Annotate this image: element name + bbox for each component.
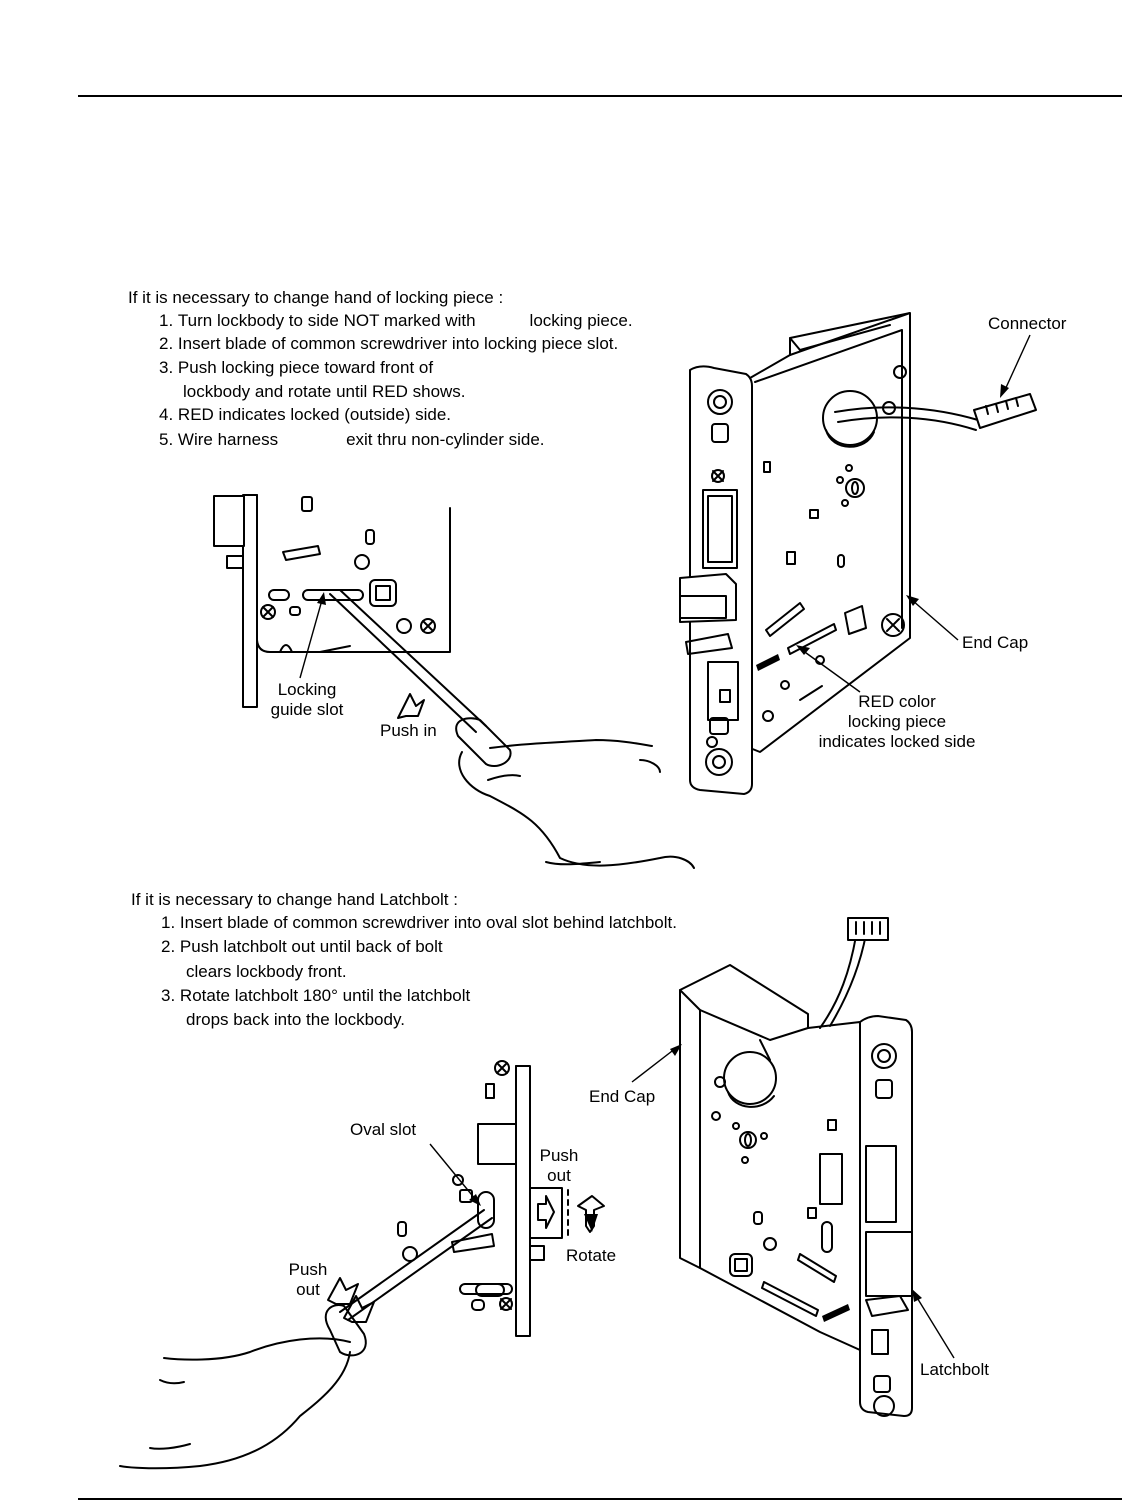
section1-step-1: 1. Turn lockbody to side NOT marked with… (159, 311, 633, 330)
lockbody-partial-left-2 (119, 1060, 605, 1470)
section2-step-2: 2. Push latchbolt out until back of bolt (161, 937, 443, 956)
lockbody-bottom-right (679, 917, 913, 1417)
section1-step-3: 3. Push locking piece toward front of (159, 358, 434, 377)
lockbody-top-right (679, 312, 1037, 795)
lockbody-partial-left-1 (213, 494, 695, 869)
label-red-color: RED color locking piece indicates locked… (818, 692, 976, 751)
section2-step-3-cont: drops back into the lockbody. (186, 1010, 405, 1029)
bottom-rule (78, 1498, 1122, 1500)
label-locking-guide-slot: Locking guide slot (270, 680, 344, 719)
section1-heading: If it is necessary to change hand of loc… (128, 288, 504, 307)
section2-heading: If it is necessary to change hand Latchb… (131, 890, 458, 909)
label-push-out-left: Push out (288, 1260, 328, 1299)
label-oval-slot: Oval slot (350, 1120, 417, 1139)
label-connector: Connector (988, 314, 1067, 333)
top-rule (78, 95, 1122, 97)
leaders-section1 (299, 334, 1031, 693)
section1-step-3-cont: lockbody and rotate until RED shows. (183, 382, 466, 401)
section1-step-2: 2. Insert blade of common screwdriver in… (159, 334, 619, 353)
section2-step-1: 1. Insert blade of common screwdriver in… (161, 913, 677, 932)
label-push-in: Push in (380, 721, 437, 740)
label-rotate: Rotate (566, 1246, 617, 1265)
label-latchbolt: Latchbolt (920, 1360, 989, 1379)
section2-step-3: 3. Rotate latchbolt 180° until the latch… (161, 986, 471, 1005)
section1-step-4: 4. RED indicates locked (outside) side. (159, 405, 451, 424)
label-push-out-right: Push out (539, 1146, 579, 1185)
section2-step-2-cont: clears lockbody front. (186, 962, 347, 981)
label-end-cap-2: End Cap (589, 1087, 656, 1106)
label-end-cap-1: End Cap (962, 633, 1029, 652)
